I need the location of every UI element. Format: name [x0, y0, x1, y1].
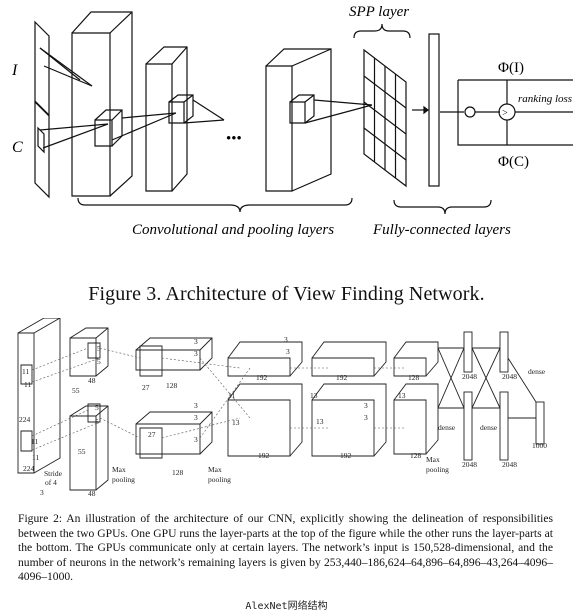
lbl-13c: 13 [316, 417, 324, 426]
lbl-192a: 192 [256, 373, 268, 382]
fig3-label-fc-group: Fully-connected layers [372, 222, 511, 238]
figure2-caption: Figure 2: An illustration of the archite… [18, 512, 553, 584]
conv-block-3-front [265, 65, 293, 192]
figure2-diagram: 224 224 11 11 11 11 Stride of 4 3 55 55 … [17, 318, 547, 498]
fig3-label-conv-group: Convolutional and pooling layers [132, 222, 334, 238]
lbl-3: 3 [40, 488, 44, 497]
conv5-bottom [393, 399, 427, 455]
lbl-1000: 1000 [532, 441, 547, 450]
lbl-224a: 224 [19, 415, 31, 424]
figure3-diagram: > I C SPP layer ••• Φ(I) Φ(C) ranking lo… [11, 4, 573, 238]
lbl-maxpool1: Max [112, 465, 126, 474]
fig3-label-I: I [11, 62, 18, 79]
lbl-27b: 27 [148, 430, 156, 439]
lbl-maxpool3b: pooling [426, 465, 449, 474]
lbl-192c: 192 [258, 451, 270, 460]
conv2-top [135, 349, 201, 371]
lbl-55a: 55 [72, 386, 80, 395]
dense1-top [463, 331, 473, 373]
input-plane-top [34, 20, 50, 117]
lbl-2048d: 2048 [502, 460, 517, 469]
conv-block-1-front [71, 32, 111, 197]
lbl-128a: 128 [166, 381, 178, 390]
fig3-label-phi-bottom: Φ(C) [498, 154, 529, 170]
spp-grid [363, 48, 407, 188]
lbl-11d: 11 [32, 453, 39, 462]
lbl-maxpool1b: pooling [112, 475, 135, 484]
lbl-2048a: 2048 [462, 372, 477, 381]
lbl-48b: 48 [88, 489, 96, 498]
lbl-3b: 3 [194, 349, 198, 358]
lbl-of4: of 4 [45, 478, 57, 487]
fig3-label-C: C [12, 139, 23, 156]
lbl-3f: 3 [194, 413, 198, 422]
conv-block-2-front [145, 63, 173, 192]
dense2-top [499, 331, 509, 373]
lbl-13b: 13 [310, 391, 318, 400]
lbl-192b: 192 [336, 373, 348, 382]
lbl-5c: 5 [95, 403, 99, 412]
lbl-5a: 5 [97, 344, 101, 353]
lbl-stride: Stride [44, 469, 63, 478]
lbl-11c: 11 [31, 437, 38, 446]
lbl-224b: 224 [23, 464, 35, 473]
lbl-2048b: 2048 [502, 372, 517, 381]
lbl-13a: 13 [232, 418, 240, 427]
lbl-11a: 11 [22, 367, 29, 376]
lbl-3c: 3 [284, 335, 288, 344]
lbl-maxpool2b: pooling [208, 475, 231, 484]
lbl-5b: 5 [97, 357, 101, 366]
svg-text:>: > [502, 108, 508, 119]
conv3-bottom [227, 399, 291, 457]
lbl-3e: 3 [194, 401, 198, 410]
lbl-maxpool2: Max [208, 465, 222, 474]
lbl-3h: 3 [364, 413, 368, 422]
lbl-11e: 11 [228, 391, 235, 400]
lbl-maxpool3: Max [426, 455, 440, 464]
lbl-55b: 55 [78, 447, 86, 456]
dense1-bottom [463, 391, 473, 461]
fig3-label-phi-top: Φ(I) [498, 60, 524, 76]
lbl-3d: 3 [286, 347, 290, 356]
conv2-bottom [135, 423, 201, 455]
lbl-3g: 3 [364, 401, 368, 410]
lbl-128b: 128 [172, 468, 184, 477]
fig3-label-spp: SPP layer [349, 4, 409, 20]
lbl-5d: 5 [95, 417, 99, 426]
figure3-caption: Figure 3. Architecture of View Finding N… [88, 283, 485, 305]
input-plane-bottom [34, 100, 50, 199]
lbl-27a: 27 [142, 383, 150, 392]
fc-layer [428, 33, 440, 187]
lbl-13d: 13 [398, 391, 406, 400]
ranking-node-left [464, 106, 476, 118]
lbl-3a: 3 [194, 337, 198, 346]
lbl-dense-c: dense [528, 367, 546, 376]
dense2-bottom [499, 391, 509, 461]
fig3-label-dots: ••• [226, 131, 242, 147]
input-volume [17, 332, 35, 474]
lbl-128c: 128 [408, 373, 420, 382]
footer-title: AlexNet网络结构 [245, 601, 328, 612]
lbl-3i: 3 [194, 435, 198, 444]
output-layer [535, 401, 545, 445]
lbl-192d: 192 [340, 451, 352, 460]
lbl-dense-b: dense [480, 423, 498, 432]
conv1-top [69, 337, 97, 377]
lbl-11b: 11 [24, 380, 31, 389]
lbl-dense-a: dense [438, 423, 456, 432]
lbl-48a: 48 [88, 376, 96, 385]
fig3-label-ranking: ranking loss [518, 93, 572, 105]
lbl-2048c: 2048 [462, 460, 477, 469]
lbl-128d: 128 [410, 451, 422, 460]
